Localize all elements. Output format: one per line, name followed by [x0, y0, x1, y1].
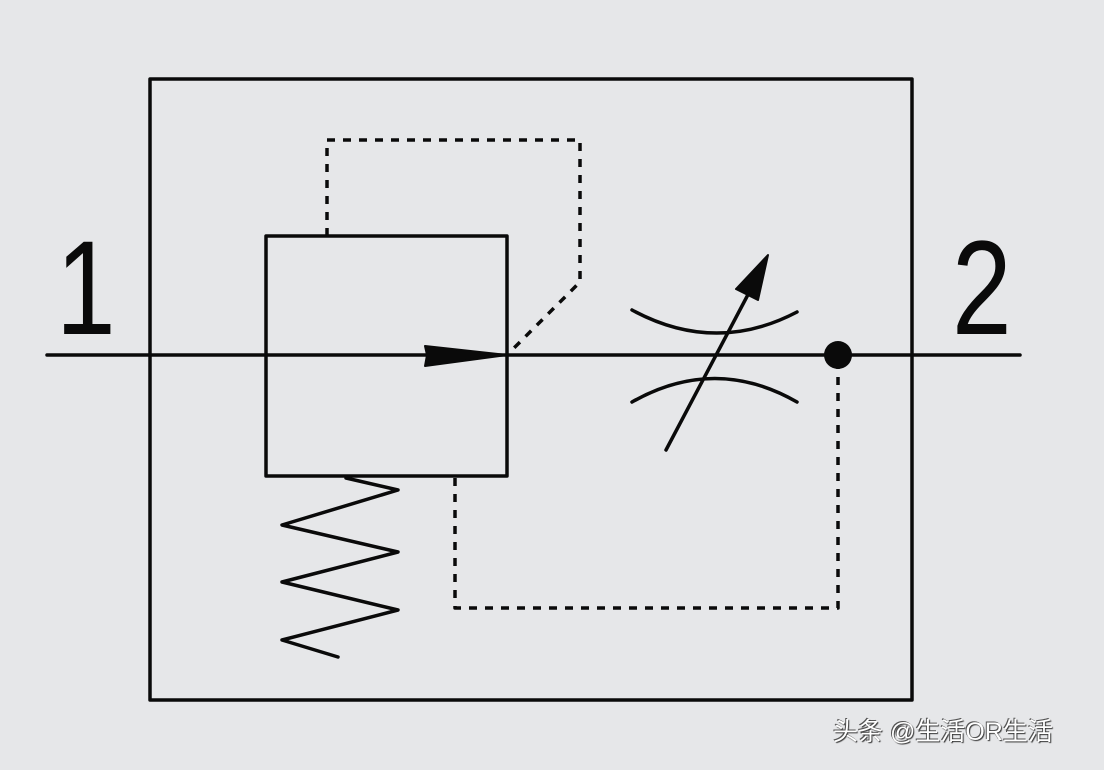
throttle-lower-curve — [630, 376, 799, 404]
adjustable-arrow-line — [664, 285, 754, 452]
watermark: 头条 @生活OR生活 — [833, 718, 1053, 746]
pilot-line-lower — [453, 368, 840, 610]
flow-arrow-icon — [424, 345, 508, 367]
enclosure-box — [148, 77, 914, 702]
throttle-upper-curve — [630, 308, 799, 335]
junction-dot — [824, 341, 852, 369]
spring-icon — [280, 476, 400, 659]
port-label-2: 2 — [952, 214, 1012, 363]
pilot-line-upper — [325, 138, 582, 354]
port-label-1: 1 — [56, 214, 116, 363]
adjustable-arrowhead-icon — [735, 254, 769, 301]
